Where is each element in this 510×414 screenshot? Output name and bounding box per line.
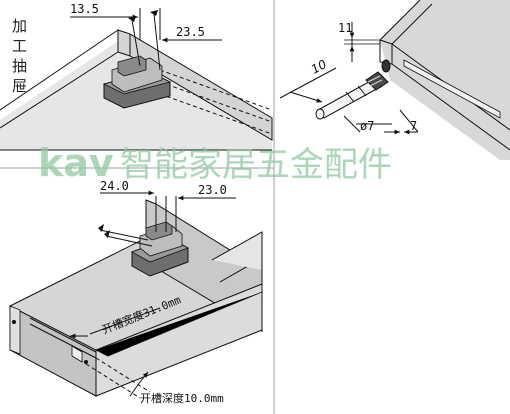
groove-depth-label: 开槽深度10.0mm bbox=[140, 391, 224, 405]
watermark-cjk: 智能家居五金配件 bbox=[120, 145, 392, 185]
label-char-3: 抽 bbox=[12, 57, 27, 75]
dim-23-0: 23.0 bbox=[198, 183, 227, 197]
top-left-vertical-label: 加 工 抽 屉 bbox=[12, 17, 27, 95]
dim-24-0: 24.0 bbox=[100, 179, 129, 193]
panel-top-left bbox=[0, 8, 273, 151]
label-char-4: 屉 bbox=[12, 77, 27, 95]
label-char-1: 加 bbox=[12, 17, 27, 35]
panel-bottom-left bbox=[8, 190, 264, 399]
panel-dividers bbox=[0, 0, 275, 414]
dim-23-5: 23.5 bbox=[176, 25, 205, 39]
dim-diameter-7: ø7 bbox=[360, 119, 374, 133]
dim-10: 10 bbox=[309, 57, 329, 77]
dim-11: 11 bbox=[338, 21, 352, 35]
dim-13-5: 13.5 bbox=[70, 2, 99, 16]
dim-depth-7: 7 bbox=[410, 119, 417, 133]
label-char-2: 工 bbox=[12, 37, 27, 55]
panel-top-right bbox=[279, 0, 510, 160]
watermark: kav 智能家居五金配件 bbox=[38, 141, 392, 185]
watermark-latin: kav bbox=[38, 141, 114, 185]
